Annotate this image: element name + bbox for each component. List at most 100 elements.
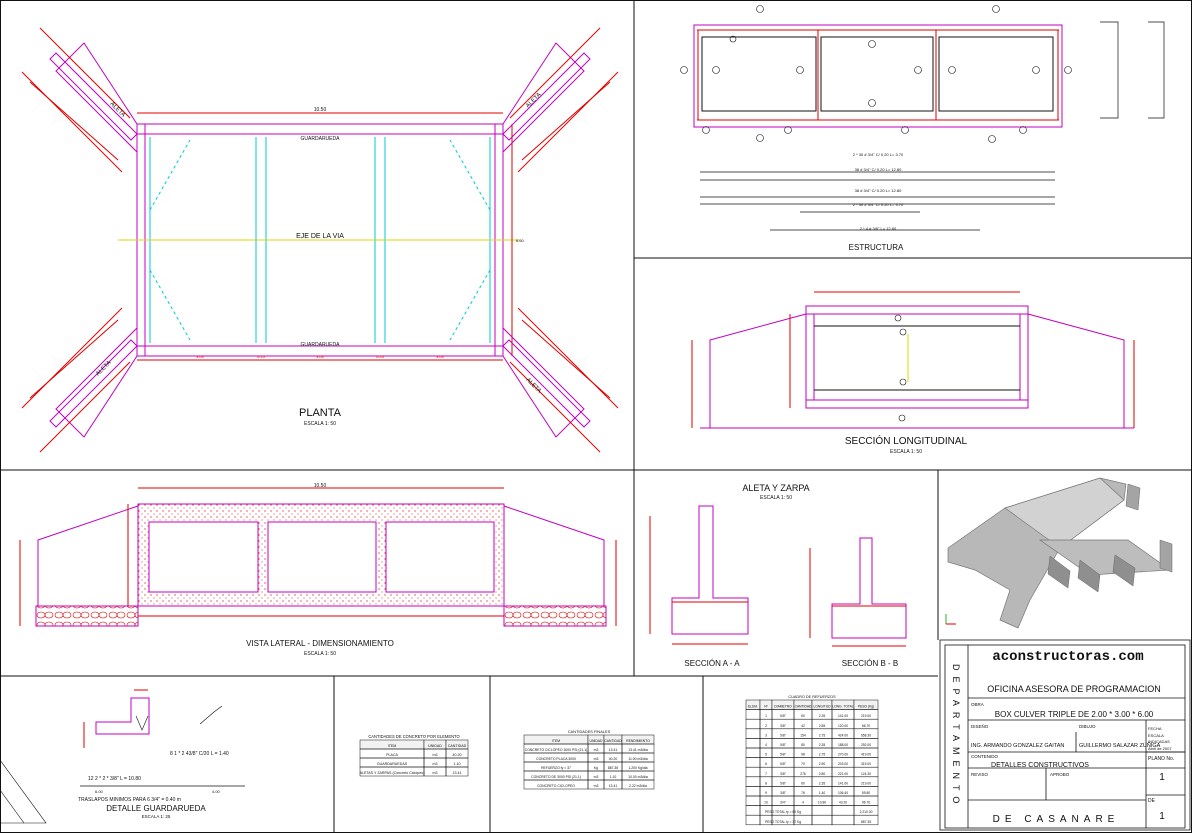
aleta-zarpa-title: ALETA Y ZARPA (742, 483, 809, 493)
obra-label: OBRA (971, 702, 984, 707)
finales-table-cell: 887.35 (608, 766, 618, 770)
refuerzos-table-cell: 4 (802, 801, 804, 805)
svg-text:10.50: 10.50 (314, 483, 327, 489)
plano-value: 1 (1159, 772, 1165, 783)
planta-bottom-dims: 3.00 0.25 3.00 0.25 3.00 (196, 354, 445, 359)
svg-text:38 # 3/4" C/ 0.20 L= 12.80: 38 # 3/4" C/ 0.20 L= 12.80 (855, 167, 902, 172)
refuerzos-table-cell: 2.85 (819, 724, 826, 728)
refuerzos-table-cell: 66.70 (862, 724, 870, 728)
svg-text:3.00: 3.00 (436, 354, 445, 359)
refuerzos-table-cell: 5 (765, 753, 767, 757)
reviso-label: REVISO (971, 772, 989, 777)
refuerzos-table-cell: 10.80 (818, 801, 826, 805)
planta-wing-bottom-right (502, 307, 619, 453)
svg-text:0.25: 0.25 (376, 354, 385, 359)
refuerzos-table-cell: 0.80 (819, 772, 826, 776)
finales-table-cell: REFUERZO fy = 37 (541, 766, 571, 770)
refuerzos-table-cell: 141.00 (838, 781, 848, 785)
refuerzos-table-cell: 70 (801, 762, 805, 766)
finales-table-header: ITEM (552, 739, 560, 743)
de-label: DE (1148, 798, 1156, 804)
estructura-title: ESTRUCTURA (849, 243, 904, 252)
diseno-value: ING. ARMANDO GONZALEZ GAITAN (971, 743, 1064, 749)
finales-table-header: RENDIMIENTO (626, 739, 650, 743)
svg-text:2 * 30 # 3/4" C/ 0.20 L= 3.70: 2 * 30 # 3/4" C/ 0.20 L= 3.70 (853, 152, 904, 157)
office-name: OFICINA ASESORA DE PROGRAMACION (987, 684, 1161, 694)
guardarueda-dim-1: 6.00 (95, 789, 104, 794)
refuerzos-table-cell: 106.40 (838, 791, 848, 795)
refuerzos-table-cell: 6 (765, 762, 767, 766)
refuerzos-table-cell: PESO TOTAL fy = 37 Kg (765, 820, 801, 824)
refuerzos-table-cell: PESO TOTAL fy = 60 Kg (765, 810, 801, 814)
website-title: aconstructoras.com (992, 649, 1143, 665)
contenido-label: CONTENIDO (971, 754, 998, 759)
planta-wing-top-left (21, 27, 138, 173)
fecha-value: Abril de 2007 (1148, 746, 1172, 751)
refuerzos-table-header: LONG. TOTAL (832, 705, 854, 709)
seccion-longitudinal-title: SECCIÓN LONGITUDINAL (845, 434, 968, 447)
seccion-longitudinal-scale: ESCALA 1: 50 (890, 449, 922, 455)
refuerzos-table-cell: 219.00 (861, 781, 871, 785)
vista-lateral-title: VISTA LATERAL - DIMENSIONAMIENTO (246, 639, 394, 648)
escala-label: ESCALA (1148, 733, 1164, 738)
department-vertical: DEPARTAMENTO (951, 664, 961, 809)
finales-table-cell: 11.00 m3/dia (628, 757, 647, 761)
planta-aleta-label: ALETA (525, 377, 542, 394)
section-b-label: SECCIÓN B - B (842, 659, 898, 668)
concreto-table-title: CANTIDADES DE CONCRETO POR ELEMENTO (368, 734, 459, 739)
refuerzos-table-cell: 188.00 (838, 743, 848, 747)
refuerzos-table-cell: 60 (801, 781, 805, 785)
finales-table-header: CANTIDAD (604, 739, 622, 743)
guardarueda-note-1: 8 1 * 2 43/8" C/20 L = 1.40 (170, 751, 229, 757)
concreto-table-cell: 40.20 (453, 753, 462, 757)
refuerzos-table-cell: 5/8" (780, 762, 787, 766)
concreto-table-cell: ALETAS Y ZARPAS (Concreto Ciclópeo) (360, 771, 425, 775)
finales-table-cell: 13.41 m3/dia (628, 748, 648, 752)
planta-aleta-label: ALETA (95, 360, 112, 377)
refuerzos-table-cell: 658.30 (861, 733, 871, 737)
svg-text:3.00: 3.00 (316, 354, 325, 359)
diseno-label: DISEÑO (971, 723, 989, 729)
obra-value: BOX CULVER TRIPLE DE 2.00 * 3.00 * 6.00 (995, 710, 1154, 719)
finales-table-cell: CONCRETO CICLOPEO 3000 PSI (21.1) (525, 748, 588, 752)
plano-label: PLANO No. (1148, 756, 1174, 762)
dibujo-label: DIBUJO (1079, 724, 1096, 729)
concreto-table-header: ITEM (388, 744, 397, 748)
refuerzos-table-cell: 2.75 (819, 753, 826, 757)
guardarueda-title: DETALLE GUARDARUEDA (106, 804, 206, 813)
finales-table-cell: 10.00 m3/dia (628, 775, 648, 779)
refuerzos-table-cell: 315.00 (861, 762, 871, 766)
svg-text:10.50: 10.50 (314, 107, 327, 113)
refuerzos-table-cell: 2.35 (819, 714, 826, 718)
refuerzos-table-cell: 10 (764, 801, 768, 805)
escala-value: INDICADAS (1148, 739, 1170, 744)
refuerzos-table-cell: 141.00 (838, 714, 848, 718)
section-a-label: SECCIÓN A - A (684, 659, 740, 668)
department-bottom: DE CASANARE (993, 814, 1120, 825)
refuerzos-table-cell: 276 (800, 772, 806, 776)
guardarueda-dim-2: 4.00 (212, 789, 221, 794)
concreto-table-header: CANTIDAD (448, 744, 467, 748)
refuerzos-table-cell: 5/8" (780, 733, 787, 737)
guardarueda-view: 8 1 * 2 43/8" C/20 L = 1.40 12 2 * 2 * 3… (0, 689, 245, 824)
refuerzos-table-cell: 124.30 (861, 772, 871, 776)
refuerzos-table-cell: 424.00 (838, 733, 848, 737)
title-block-text: aconstructoras.com OFICINA ASESORA DE PR… (951, 649, 1174, 825)
finales-table-cell: m3 (594, 757, 599, 761)
svg-text:6.60: 6.60 (516, 238, 525, 243)
concreto-table-cell: GUARDARUEDAS (377, 762, 408, 766)
finales-table-cell: CONCRETO CICLOPEO (537, 784, 575, 788)
guardarueda-note-2: 12 2 * 2 * 3/8" L = 10.80 (88, 776, 141, 782)
finales-table-cell: 2.22 m3/dia (629, 784, 647, 788)
contenido-value: DETALLES CONSTRUCTIVOS (991, 762, 1089, 769)
finales-table-title: CANTIDADES FINALES (568, 729, 611, 734)
refuerzos-table-cell: 8 (765, 781, 767, 785)
refuerzos-table-cell: 60 (801, 714, 805, 718)
svg-text:3.00: 3.00 (196, 354, 205, 359)
refuerzos-table-cell: 80 (801, 743, 805, 747)
refuerzos-table-cell: 2 (765, 724, 767, 728)
aleta-zarpa-view: ALETA Y ZARPA ESCALA 1: 50 SECCIÓN A - A… (649, 483, 907, 668)
